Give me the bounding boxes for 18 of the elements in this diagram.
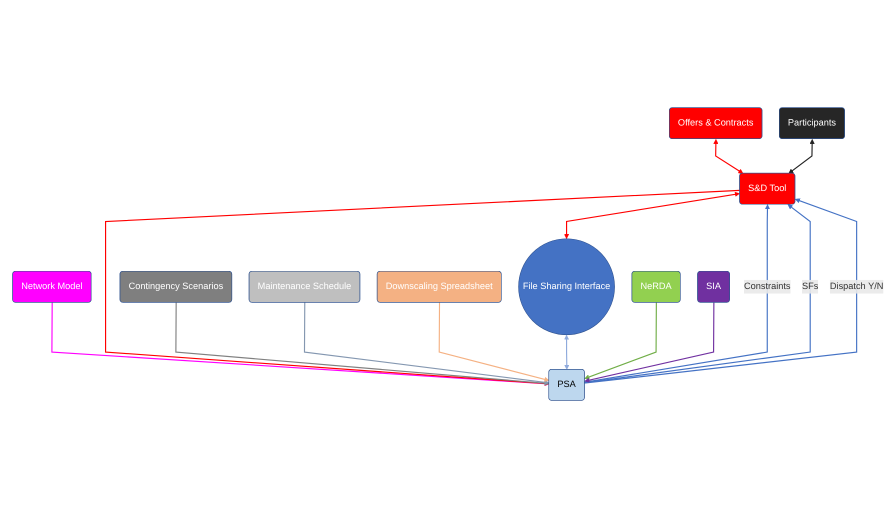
arrow xyxy=(788,138,815,174)
arrow xyxy=(713,138,744,174)
arrow xyxy=(584,204,811,384)
arrow xyxy=(105,190,740,386)
edge-label: Constraints xyxy=(744,282,791,292)
arrow xyxy=(584,302,657,380)
arrow xyxy=(584,204,770,383)
edge-label: SFs xyxy=(802,282,818,292)
arrow xyxy=(584,302,714,383)
arrow xyxy=(438,302,550,382)
arrow xyxy=(51,302,550,386)
arrow xyxy=(564,334,570,370)
node-circle: File Sharing Interface xyxy=(518,238,615,336)
arrow xyxy=(304,302,550,385)
arrow xyxy=(175,302,550,386)
edge-label: Dispatch Y/N xyxy=(830,282,884,292)
arrow xyxy=(564,192,740,239)
arrow xyxy=(584,198,858,384)
